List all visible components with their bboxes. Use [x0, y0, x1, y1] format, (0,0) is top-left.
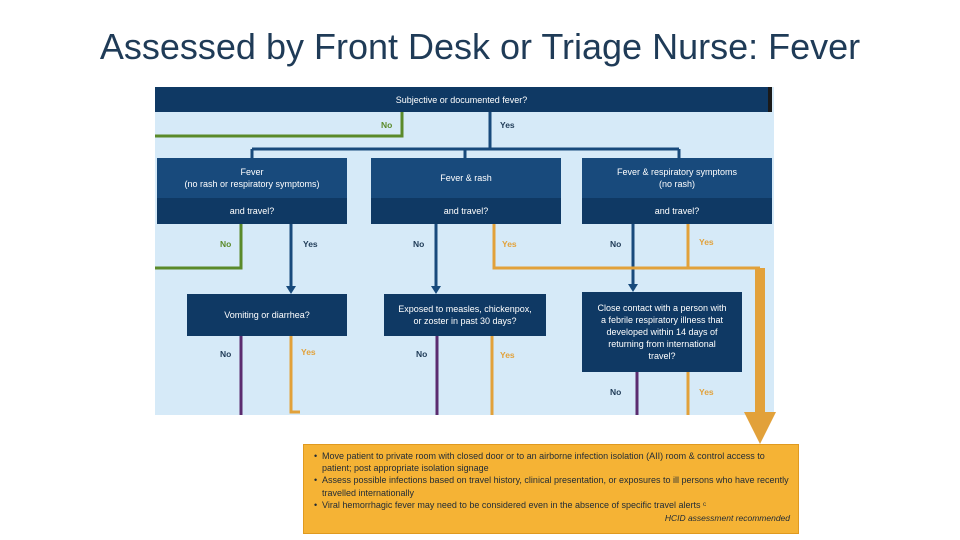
top-bar-edge: [768, 87, 772, 112]
outcome-box: Move patient to private room with closed…: [303, 444, 799, 534]
category-rash-box: Fever & rash: [371, 158, 561, 198]
category-fever-sub-text: and travel?: [229, 206, 275, 216]
question-measles-line1: Exposed to measles, chickenpox,: [398, 304, 532, 314]
question-vomiting-text: Vomiting or diarrhea?: [224, 310, 310, 320]
category-resp-sub-text: and travel?: [654, 206, 700, 216]
category-rash-sub-text: and travel?: [443, 206, 489, 216]
category-fever-box: Fever (no rash or respiratory symptoms): [157, 158, 347, 198]
label-no-contact: No: [610, 387, 622, 397]
label-yes-resp: Yes: [699, 237, 714, 247]
question-contact-line5: travel?: [648, 351, 676, 361]
outcome-bullet: Move patient to private room with closed…: [314, 450, 790, 474]
branch-drops: [250, 149, 681, 158]
category-resp-line2: (no rash): [658, 179, 695, 189]
question-measles-box: Exposed to measles, chickenpox, or zoste…: [384, 294, 546, 336]
label-yes-contact: Yes: [699, 387, 714, 397]
arrow-measles-head: [431, 286, 441, 294]
label-no-resp: No: [610, 239, 622, 249]
category-fever-line2: (no rash or respiratory symptoms): [184, 179, 320, 189]
question-contact-box: Close contact with a person with a febri…: [582, 292, 742, 372]
category-rash-line1: Fever & rash: [440, 173, 492, 183]
big-orange-arrow-head: [744, 412, 776, 444]
label-no-fever: No: [220, 239, 232, 249]
category-fever-line1: Fever: [240, 167, 264, 177]
label-no-rash: No: [413, 239, 425, 249]
category-fever-sub: and travel?: [157, 198, 347, 224]
question-contact-line4: returning from international: [608, 339, 716, 349]
question-vomiting-box: Vomiting or diarrhea?: [187, 294, 347, 336]
label-yes-vomiting: Yes: [301, 347, 316, 357]
top-question-text: Subjective or documented fever?: [395, 94, 528, 105]
label-yes-rash: Yes: [502, 239, 517, 249]
question-contact-line1: Close contact with a person with: [597, 303, 727, 313]
question-contact-line2: a febrile respiratory illness that: [600, 315, 724, 325]
question-measles-line2: or zoster in past 30 days?: [413, 316, 517, 326]
category-rash-sub: and travel?: [371, 198, 561, 224]
question-contact-line3: developed within 14 days of: [606, 327, 718, 337]
category-resp-line1: Fever & respiratory symptoms: [616, 167, 738, 177]
label-yes-measles: Yes: [500, 350, 515, 360]
orange-yes-rash-line: [492, 224, 760, 270]
orange-yes-vomiting: [289, 336, 300, 414]
green-no-top-line: [155, 112, 404, 138]
label-yes-fever: Yes: [303, 239, 318, 249]
hcid-note: HCID assessment recommended: [664, 512, 790, 523]
label-no-measles: No: [416, 349, 428, 359]
arrow-vomiting-head: [286, 286, 296, 294]
label-no-top: No: [381, 120, 393, 130]
outcome-bullet: Assess possible infections based on trav…: [314, 474, 790, 498]
page-title: Assessed by Front Desk or Triage Nurse: …: [99, 26, 861, 67]
outcome-bullet: Viral hemorrhagic fever may need to be c…: [314, 499, 790, 511]
green-no-fever-line: [155, 224, 243, 270]
category-resp-sub: and travel?: [582, 198, 772, 224]
category-resp-box: Fever & respiratory symptoms (no rash): [582, 158, 772, 198]
arrow-contact-head: [628, 284, 638, 292]
top-question-box: Subjective or documented fever?: [155, 87, 768, 112]
outcome-list: Move patient to private room with closed…: [312, 450, 790, 511]
label-yes-top: Yes: [500, 120, 515, 130]
label-no-vomiting: No: [220, 349, 232, 359]
